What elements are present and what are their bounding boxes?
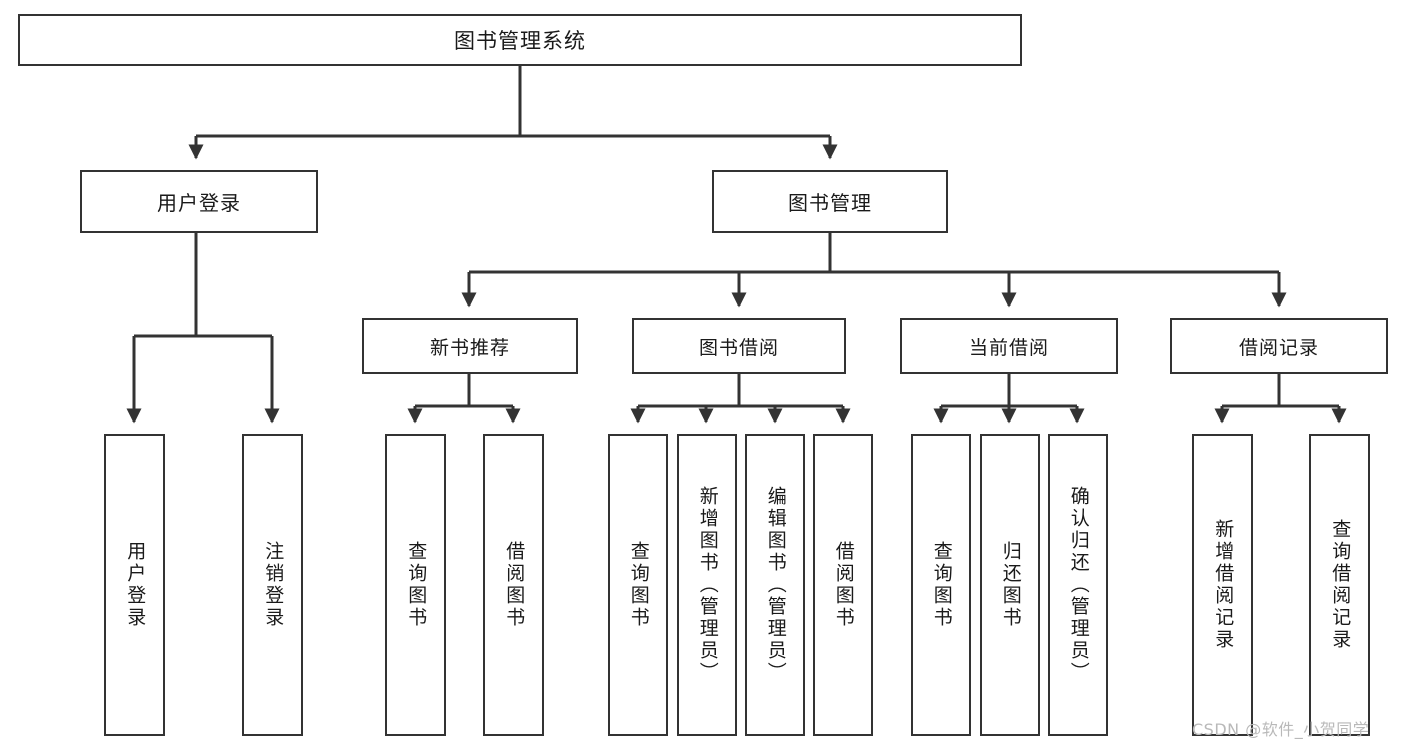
- leaf-add-borrow-record[interactable]: 新增借阅记录: [1192, 434, 1253, 736]
- node-label: 借阅图书: [503, 541, 526, 629]
- leaf-borrow-book-recommend[interactable]: 借阅图书: [483, 434, 544, 736]
- node-label: 图书管理系统: [454, 29, 586, 53]
- node-label: 新增图书（管理员）: [696, 486, 719, 684]
- leaf-confirm-return-admin[interactable]: 确认归还（管理员）: [1048, 434, 1108, 736]
- node-label: 查询借阅记录: [1329, 519, 1352, 651]
- leaf-query-book-current[interactable]: 查询图书: [911, 434, 971, 736]
- node-label: 确认归还（管理员）: [1067, 486, 1090, 684]
- node-label: 借阅记录: [1238, 336, 1319, 359]
- watermark-text: CSDN @软件_小贺同学: [1192, 720, 1370, 739]
- node-label: 用户登录: [157, 191, 241, 215]
- node-user-login[interactable]: 用户登录: [80, 170, 318, 233]
- leaf-edit-book-admin[interactable]: 编辑图书（管理员）: [745, 434, 805, 736]
- node-label: 当前借阅: [968, 336, 1049, 359]
- leaf-return-book[interactable]: 归还图书: [980, 434, 1040, 736]
- leaf-add-book-admin[interactable]: 新增图书（管理员）: [677, 434, 737, 736]
- node-label: 注销登录: [262, 541, 285, 629]
- node-label: 编辑图书（管理员）: [764, 486, 787, 684]
- node-label: 图书管理: [788, 191, 872, 215]
- leaf-query-borrow-record[interactable]: 查询借阅记录: [1309, 434, 1370, 736]
- node-label: 图书借阅: [698, 336, 779, 359]
- node-label: 新书推荐: [429, 336, 510, 359]
- leaf-borrow-book[interactable]: 借阅图书: [813, 434, 873, 736]
- node-book-borrow[interactable]: 图书借阅: [632, 318, 846, 374]
- node-root-system[interactable]: 图书管理系统: [18, 14, 1022, 66]
- node-label: 归还图书: [999, 541, 1022, 629]
- node-book-management[interactable]: 图书管理: [712, 170, 948, 233]
- node-label: 新增借阅记录: [1212, 519, 1235, 651]
- node-current-borrow[interactable]: 当前借阅: [900, 318, 1118, 374]
- node-label: 查询图书: [405, 541, 428, 629]
- node-label: 查询图书: [930, 541, 953, 629]
- node-label: 用户登录: [124, 541, 147, 629]
- node-label: 查询图书: [627, 541, 650, 629]
- leaf-user-login[interactable]: 用户登录: [104, 434, 165, 736]
- node-new-book-recommend[interactable]: 新书推荐: [362, 318, 578, 374]
- leaf-query-book-recommend[interactable]: 查询图书: [385, 434, 446, 736]
- leaf-logout[interactable]: 注销登录: [242, 434, 303, 736]
- leaf-query-book-borrow[interactable]: 查询图书: [608, 434, 668, 736]
- node-borrow-record[interactable]: 借阅记录: [1170, 318, 1388, 374]
- node-label: 借阅图书: [832, 541, 855, 629]
